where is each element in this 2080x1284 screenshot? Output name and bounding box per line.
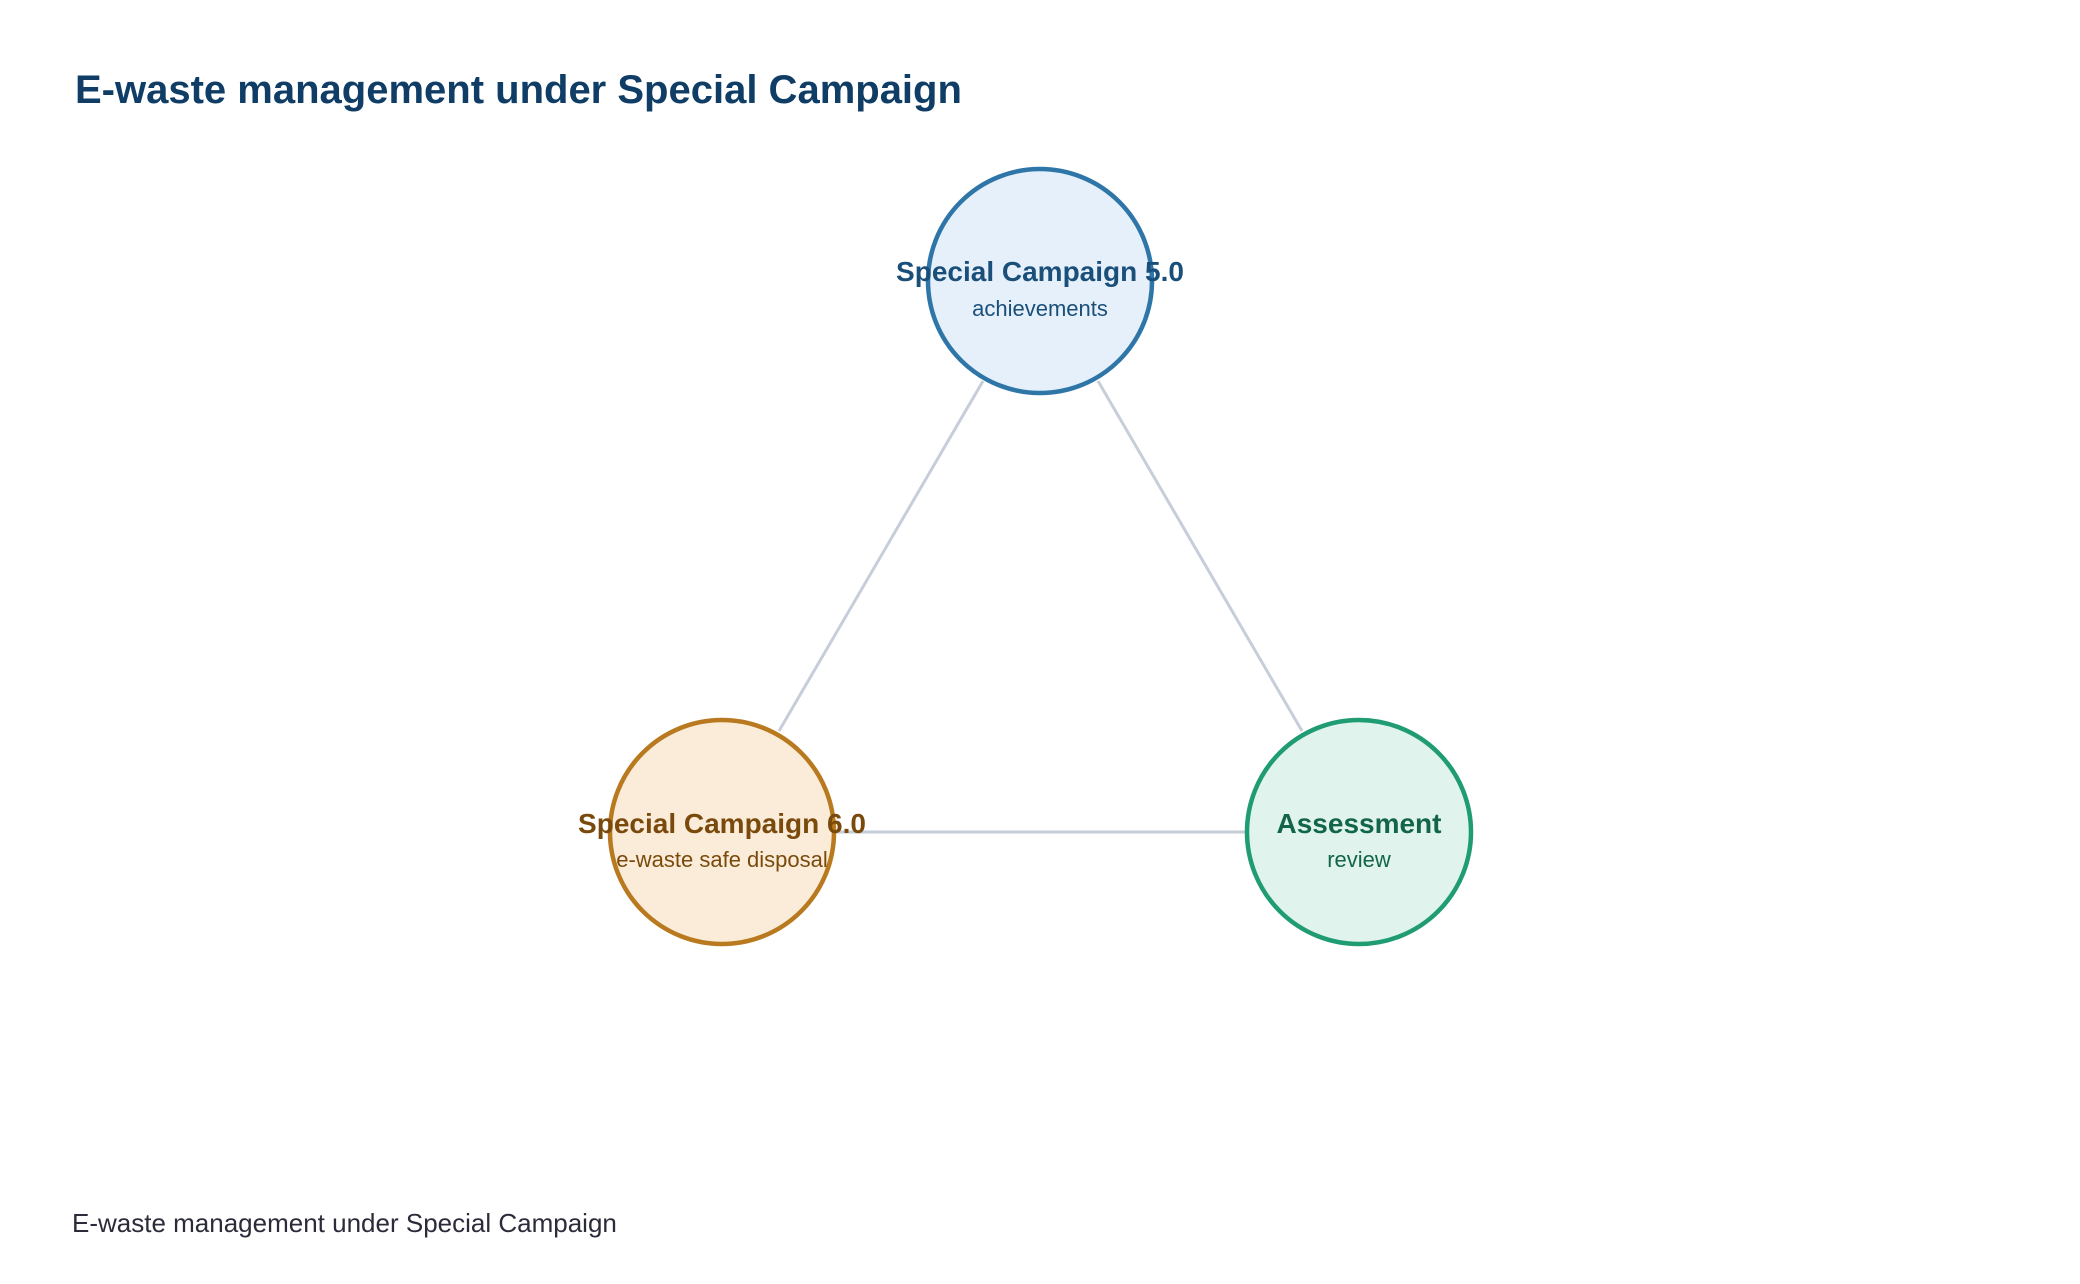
node-subtitle-sc6: e-waste safe disposal <box>616 847 828 872</box>
edge-sc5-sc6 <box>777 380 985 732</box>
node-subtitle-sc5: achievements <box>972 296 1108 321</box>
node-title-sc5: Special Campaign 5.0 <box>896 256 1184 287</box>
node-subtitle-assessment: review <box>1327 847 1391 872</box>
node-circle-sc5 <box>925 166 1155 396</box>
page-title: E-waste management under Special Campaig… <box>75 68 962 112</box>
footer-caption: E-waste management under Special Campaig… <box>72 1208 617 1238</box>
node-circle-assessment <box>1244 717 1474 947</box>
node-special-campaign-6: Special Campaign 6.0 e-waste safe dispos… <box>578 717 866 947</box>
node-assessment: Assessment review <box>1244 717 1474 947</box>
node-title-sc6: Special Campaign 6.0 <box>578 808 866 839</box>
edge-sc5-assessment <box>1096 380 1304 732</box>
node-circle-sc6 <box>607 717 837 947</box>
node-title-assessment: Assessment <box>1277 808 1442 839</box>
node-special-campaign-5: Special Campaign 5.0 achievements <box>896 166 1184 396</box>
